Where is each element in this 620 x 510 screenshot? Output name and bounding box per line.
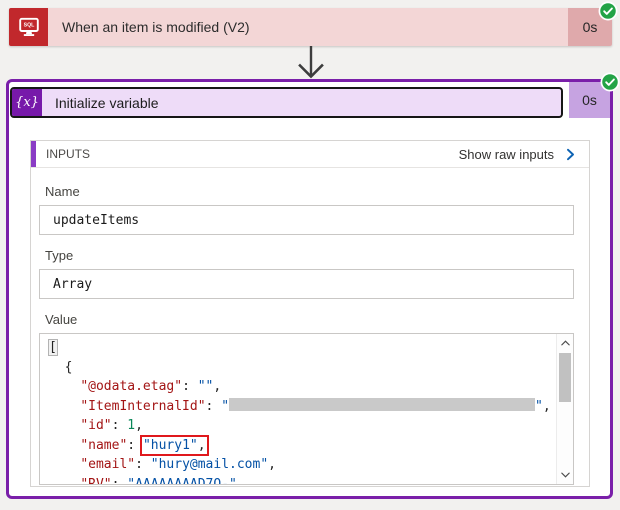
chevron-right-icon bbox=[563, 147, 578, 162]
scrollbar[interactable] bbox=[556, 334, 573, 484]
trigger-success-check-icon bbox=[598, 1, 618, 21]
code-line: { bbox=[49, 359, 73, 375]
inputs-panel: INPUTS Show raw inputs Name Type Value [… bbox=[30, 140, 590, 487]
inputs-panel-body: Name Type Value [ { "@odata.etag": "", "… bbox=[31, 168, 589, 485]
type-label: Type bbox=[45, 248, 74, 263]
sql-server-icon: SQL bbox=[9, 8, 48, 46]
action-title-bar[interactable]: {x} Initialize variable bbox=[10, 87, 563, 118]
inputs-panel-header: INPUTS Show raw inputs bbox=[31, 141, 589, 168]
code-line: "email": "hury@mail.com", bbox=[80, 457, 276, 472]
show-raw-inputs-label: Show raw inputs bbox=[458, 146, 554, 162]
code-line: "ItemInternalId": "", bbox=[80, 397, 551, 414]
action-title: Initialize variable bbox=[55, 94, 159, 111]
code-line: "RV": "AAAAAAAAD7Q-" bbox=[80, 476, 237, 485]
type-input[interactable] bbox=[39, 269, 574, 299]
action-card: 0s {x} Initialize variable INPUTS Show r… bbox=[6, 72, 620, 499]
action-card-header: 0s {x} Initialize variable bbox=[9, 72, 620, 124]
scrollbar-thumb[interactable] bbox=[559, 353, 571, 402]
inputs-accent-bar bbox=[31, 141, 36, 167]
value-code-editor[interactable]: [ { "@odata.etag": "", "ItemInternalId":… bbox=[39, 333, 574, 485]
variable-fx-icon: {x} bbox=[12, 89, 42, 116]
code-line: "id": 1, bbox=[80, 418, 143, 433]
code-line: "@odata.etag": "", bbox=[80, 379, 222, 394]
name-label: Name bbox=[45, 184, 80, 199]
annotation-box: "hury1", bbox=[139, 434, 209, 456]
show-raw-inputs-link[interactable]: Show raw inputs bbox=[459, 147, 578, 162]
flow-connector-arrow-icon bbox=[294, 46, 328, 85]
redacted-value bbox=[229, 397, 536, 411]
value-label: Value bbox=[45, 312, 78, 327]
scroll-down-icon[interactable] bbox=[557, 467, 573, 482]
trigger-card[interactable]: SQL When an item is modified (V2) 0s bbox=[9, 1, 618, 46]
svg-text:SQL: SQL bbox=[23, 23, 34, 29]
code-line: "name": "hury1", bbox=[80, 434, 209, 456]
value-code-lines: [ { "@odata.etag": "", "ItemInternalId":… bbox=[40, 334, 555, 484]
name-input[interactable] bbox=[39, 205, 574, 235]
trigger-duration-badge: 0s bbox=[568, 8, 612, 46]
inputs-panel-title: INPUTS bbox=[46, 147, 91, 161]
trigger-title: When an item is modified (V2) bbox=[48, 8, 568, 46]
scroll-up-icon[interactable] bbox=[557, 336, 573, 351]
code-line: [ bbox=[48, 339, 58, 356]
action-success-check-icon bbox=[600, 72, 620, 92]
